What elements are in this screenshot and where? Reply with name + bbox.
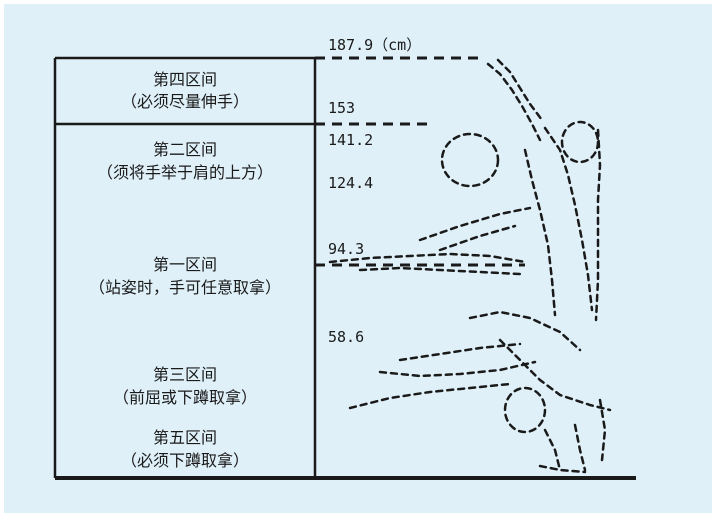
measure-124-4: 124.4 (328, 174, 374, 192)
measure-187-9: 187.9（cm） (328, 36, 422, 54)
zone5-title: 第五区间 (152, 428, 217, 447)
zone4-note: （必须尽量伸手） (120, 92, 249, 111)
zone5-note: （必须下蹲取拿） (120, 451, 249, 470)
zone1-note: （站姿时，手可任意取拿） (88, 278, 281, 297)
zone1-title: 第一区间 (152, 255, 217, 274)
measure-141-2: 141.2 (328, 131, 374, 149)
zone3-note: （前屈或下蹲取拿） (112, 388, 257, 407)
measure-94-3: 94.3 (328, 240, 365, 258)
measure-58-6: 58.6 (328, 328, 365, 346)
zone3-title: 第三区间 (152, 365, 217, 384)
zone4-title: 第四区间 (152, 70, 217, 89)
zone2-title: 第二区间 (152, 140, 217, 159)
zone2-note: （须将手举于肩的上方） (96, 163, 273, 182)
measure-153: 153 (328, 99, 356, 117)
reaching-person-figure-icon (328, 58, 612, 474)
